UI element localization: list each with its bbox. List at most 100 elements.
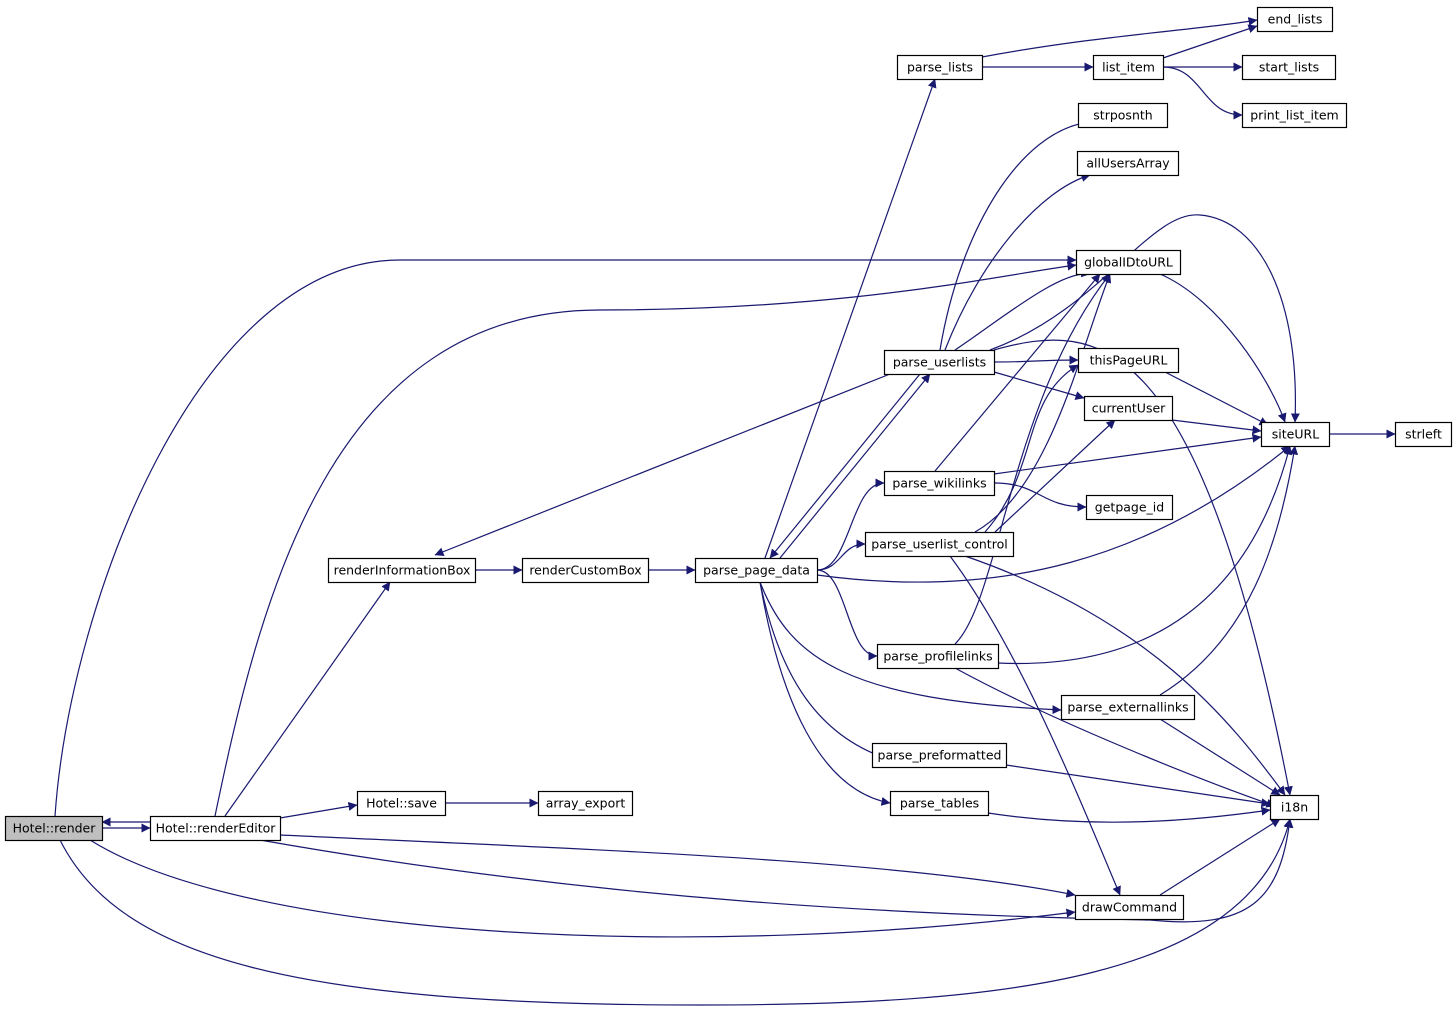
edge-parse_page_data-to-parse_userlist_control	[816, 539, 866, 571]
edge-parse_wikilinks-to-globalIDtoURL	[934, 273, 1101, 472]
edge-parse_userlists-to-siteURL	[989, 214, 1300, 423]
node-box	[1085, 494, 1174, 521]
node-box	[4, 815, 104, 842]
node-i18n[interactable]: i18n	[1269, 794, 1320, 821]
node-label: parse_userlist_control	[871, 537, 1007, 552]
node-box	[537, 790, 634, 817]
node-box	[1074, 894, 1185, 921]
node-box	[1269, 794, 1320, 821]
edge-parse_page_data-to-parse_lists	[764, 78, 937, 559]
node-box	[1076, 150, 1180, 177]
node-thispageurl[interactable]: thisPageURL	[1077, 347, 1180, 374]
edge-parse_page_data-to-siteURL	[816, 445, 1291, 583]
edge-parse_tables-to-i18n	[987, 806, 1271, 823]
node-label: siteURL	[1272, 427, 1319, 442]
node-render[interactable]: Hotel::render	[4, 815, 104, 842]
node-label: getpage_id	[1095, 500, 1164, 515]
node-renderinformationbox[interactable]: renderInformationBox	[327, 557, 477, 584]
node-box	[1075, 249, 1182, 276]
node-label: parse_profilelinks	[883, 649, 992, 664]
node-label: Hotel::save	[366, 796, 437, 811]
node-label: Hotel::renderEditor	[156, 821, 277, 836]
edge-parse_userlists-to-globalIDtoURL	[954, 268, 1091, 351]
node-label: globalIDtoURL	[1084, 255, 1173, 270]
node-label: parse_preformatted	[878, 748, 1002, 763]
node-label: parse_externallinks	[1067, 700, 1188, 715]
node-box	[1241, 102, 1348, 129]
edge-parse_userlists-to-currentUser	[993, 371, 1085, 400]
node-parse-lists[interactable]: parse_lists	[896, 54, 984, 81]
node-label: drawCommand	[1082, 900, 1177, 915]
node-save[interactable]: Hotel::save	[356, 790, 447, 817]
node-getpage-id[interactable]: getpage_id	[1085, 494, 1174, 521]
edge-renderEditor-to-drawCommand	[279, 834, 1076, 898]
node-parse-profilelinks[interactable]: parse_profilelinks	[876, 643, 1000, 670]
node-box	[883, 349, 996, 376]
node-box	[1241, 54, 1337, 81]
edge-render-to-globalIDtoURL	[54, 255, 1077, 817]
edge-parse_profilelinks-to-globalIDtoURL	[954, 273, 1111, 645]
node-box	[889, 790, 990, 817]
node-box	[149, 815, 282, 842]
node-parse-tables[interactable]: parse_tables	[889, 790, 990, 817]
edge-parse_userlists-to-allUsersArray	[944, 173, 1091, 351]
edge-list_item-to-end_lists	[1162, 24, 1258, 59]
node-start-lists[interactable]: start_lists	[1241, 54, 1337, 81]
edges-layer	[54, 17, 1396, 1006]
node-label: array_export	[546, 796, 626, 811]
edge-drawCommand-to-i18n	[1159, 818, 1281, 896]
node-label: start_lists	[1259, 60, 1319, 75]
node-label: thisPageURL	[1090, 353, 1168, 368]
edge-parse_page_data-to-parse_userlists	[779, 373, 931, 559]
edge-parse_userlists-to-strposnth	[939, 118, 1091, 351]
edge-renderEditor-to-save	[279, 801, 358, 819]
edge-parse_userlist_control-to-currentUser	[994, 419, 1116, 533]
node-box	[327, 557, 477, 584]
node-label: parse_page_data	[703, 563, 810, 578]
node-box	[1394, 421, 1453, 448]
node-rendercustombox[interactable]: renderCustomBox	[521, 557, 650, 584]
edge-parse_page_data-to-parse_wikilinks	[816, 478, 885, 571]
node-box	[1060, 694, 1196, 721]
node-drawcommand[interactable]: drawCommand	[1074, 894, 1185, 921]
node-label: list_item	[1102, 60, 1155, 75]
edge-parse_userlist_control-to-i18n	[964, 555, 1286, 796]
node-parse-page-data[interactable]: parse_page_data	[694, 557, 819, 584]
node-label: currentUser	[1092, 401, 1166, 416]
node-label: strposnth	[1093, 108, 1152, 123]
node-siteurl[interactable]: siteURL	[1260, 421, 1331, 448]
node-parse-userlists[interactable]: parse_userlists	[883, 349, 996, 376]
node-box	[1083, 395, 1174, 422]
node-parse-externallinks[interactable]: parse_externallinks	[1060, 694, 1196, 721]
node-label: end_lists	[1268, 12, 1323, 27]
edge-parse_userlists-to-i18n	[993, 339, 1293, 796]
node-box	[356, 790, 447, 817]
node-strleft[interactable]: strleft	[1394, 421, 1453, 448]
edge-parse_page_data-to-parse_tables	[759, 581, 891, 806]
node-label: strleft	[1405, 427, 1442, 442]
node-globalidtourl[interactable]: globalIDtoURL	[1075, 249, 1182, 276]
node-box	[1260, 421, 1331, 448]
edge-parse_externallinks-to-siteURL	[1159, 445, 1299, 696]
node-label: renderInformationBox	[334, 563, 471, 578]
node-print-list-item[interactable]: print_list_item	[1241, 102, 1348, 129]
edge-renderEditor-to-renderInformationBox	[224, 581, 391, 817]
edge-parse_lists-to-end_lists	[981, 17, 1258, 58]
node-list-item[interactable]: list_item	[1092, 54, 1165, 81]
edge-parse_userlists-to-thisPageURL	[993, 355, 1079, 365]
edge-parse_wikilinks-to-siteURL	[993, 433, 1262, 475]
node-end-lists[interactable]: end_lists	[1256, 6, 1334, 33]
nodes-layer: Hotel::render Hotel::renderEditor renderIn…	[4, 6, 1453, 921]
node-box	[1256, 6, 1334, 33]
node-currentuser[interactable]: currentUser	[1083, 395, 1174, 422]
node-parse-preformatted[interactable]: parse_preformatted	[871, 742, 1008, 769]
node-strposnth[interactable]: strposnth	[1077, 102, 1169, 129]
node-parse-wikilinks[interactable]: parse_wikilinks	[883, 470, 996, 497]
edge-parse_externallinks-to-i18n	[1159, 718, 1281, 796]
node-parse-userlist-control[interactable]: parse_userlist_control	[864, 531, 1015, 558]
node-rendereditor[interactable]: Hotel::renderEditor	[149, 815, 282, 842]
node-label: renderCustomBox	[529, 563, 641, 578]
node-array-export[interactable]: array_export	[537, 790, 634, 817]
edge-parse_profilelinks-to-siteURL	[997, 445, 1293, 665]
node-allusersarray[interactable]: allUsersArray	[1076, 150, 1180, 177]
